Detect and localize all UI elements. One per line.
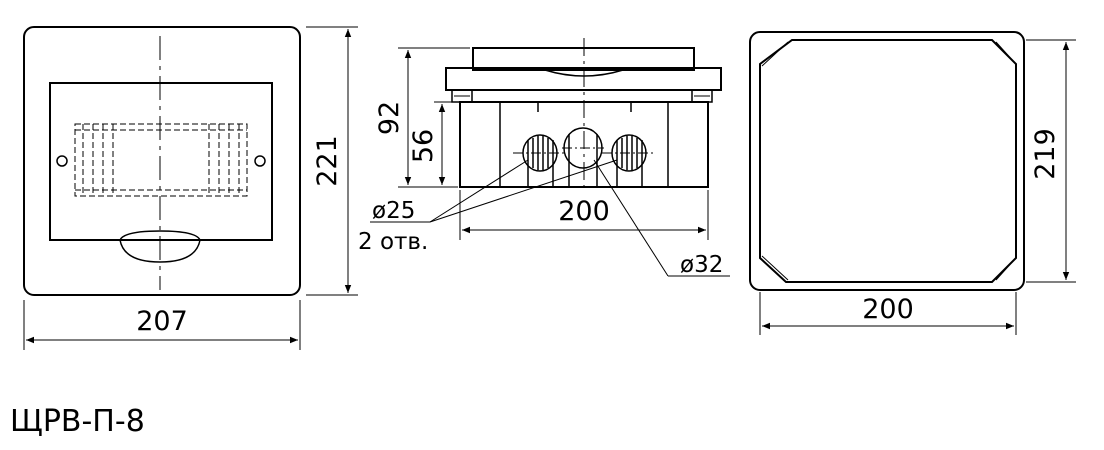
- side-height-label: 92: [374, 101, 405, 135]
- model-name: ЩРВ-П-8: [10, 404, 145, 439]
- side-view: [370, 38, 730, 277]
- front-height-label: 221: [312, 135, 343, 187]
- flange: [445, 67, 722, 91]
- back-outer-frame: [749, 31, 1025, 291]
- back-view: [749, 31, 1076, 335]
- knockout-holes: [513, 127, 656, 187]
- door-handle: [119, 230, 201, 263]
- front-window: [49, 82, 273, 241]
- front-view: [23, 26, 358, 350]
- hole-small-count: 2 отв.: [358, 229, 428, 255]
- box-height-label: 56: [408, 129, 439, 163]
- back-inner-octagon: [759, 39, 1017, 283]
- hole-small-label: ø25: [372, 198, 415, 224]
- hole-large-label: ø32: [680, 252, 723, 278]
- back-width-label: 200: [862, 294, 914, 325]
- right-screw: [254, 155, 266, 167]
- leader-large-hole: [593, 159, 669, 277]
- breaker-modules: [74, 123, 248, 197]
- side-width-label: 200: [558, 196, 610, 227]
- front-width-label: 207: [136, 306, 188, 337]
- back-height-label: 219: [1030, 128, 1061, 180]
- left-screw: [56, 155, 68, 167]
- front-outer-frame: [23, 26, 301, 296]
